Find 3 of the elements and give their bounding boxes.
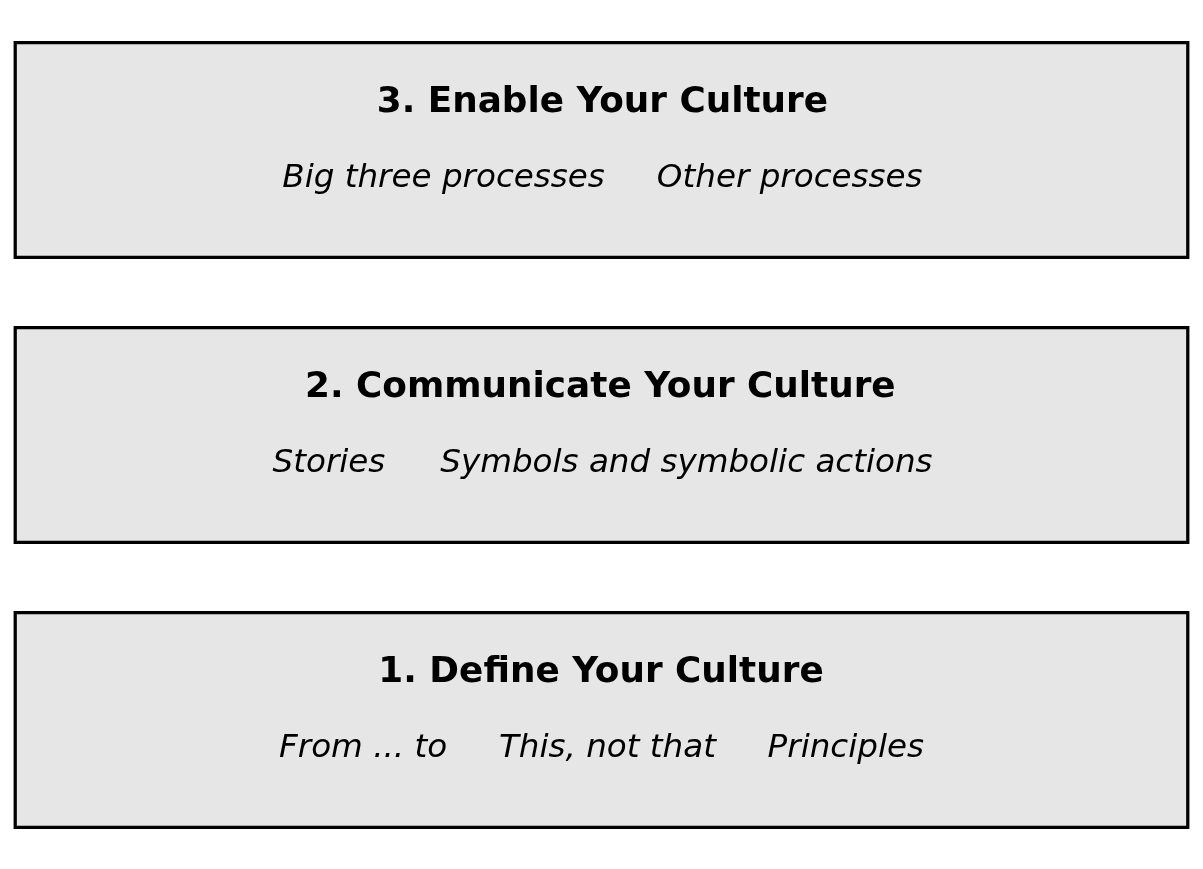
node-box: 2. Communicate Your Culture Stories Symbols and symbolic actions bbox=[13, 325, 1190, 544]
node-box: 3. Enable Your Culture Big three processes Other processes bbox=[13, 40, 1190, 259]
node-box: 1. Define Your Culture From ... to This, not that Principles bbox=[13, 610, 1190, 829]
